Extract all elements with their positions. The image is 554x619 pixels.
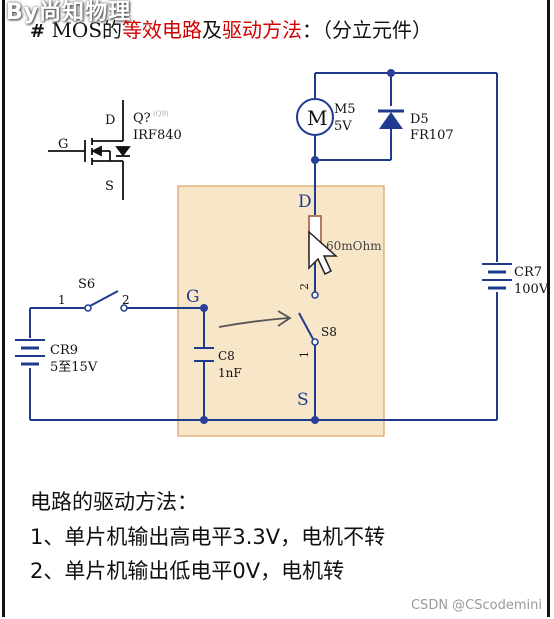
title-mos: MOS的 xyxy=(51,18,123,42)
switch-s6-symbol xyxy=(84,290,128,312)
notes-line-2: 2、单片机输出低电平0V，电机转 xyxy=(30,559,345,583)
battery-cr7-value: 100V xyxy=(514,282,549,297)
mosfet-symbol xyxy=(48,100,131,200)
battery-cr7-symbol xyxy=(482,263,512,290)
switch-s8-pin2: 2 xyxy=(298,283,311,290)
hand-drawn-arrow-icon xyxy=(218,310,292,328)
mosfet-pin-g: G xyxy=(58,137,68,152)
diode-value: FR107 xyxy=(410,128,454,143)
capacitor-c8-ref: C8 xyxy=(218,349,235,363)
motor-ref: M5 xyxy=(334,102,356,117)
battery-cr9-value: 5至15V xyxy=(50,360,98,375)
mosfet-pin-s: S xyxy=(105,179,114,194)
title-part2: 驱动方法 xyxy=(222,18,303,42)
diode-symbol xyxy=(378,109,404,129)
battery-cr7-ref: CR7 xyxy=(514,265,542,280)
equivalent-pin-s: S xyxy=(297,390,309,410)
equivalent-circuit-box xyxy=(177,185,385,437)
switch-s8-ref: S8 xyxy=(321,325,337,339)
diode-ref: D5 xyxy=(410,112,429,127)
capacitor-c8-value: 1nF xyxy=(218,366,242,380)
watermark: CSDN @CScodemini xyxy=(410,598,542,613)
notes-line-1: 1、单片机输出高电平3.3V，电机不转 xyxy=(30,525,386,549)
equivalent-pin-d: D xyxy=(298,192,312,212)
switch-s6-ref: S6 xyxy=(78,277,95,292)
switch-s6-pin1: 1 xyxy=(58,293,66,307)
video-overlay-title: By尚知物理 xyxy=(6,0,132,25)
mosfet-part: IRF840 xyxy=(133,128,182,143)
switch-s6-pin2: 2 xyxy=(122,293,130,307)
battery-cr9-ref: CR9 xyxy=(50,343,78,358)
mouse-cursor-icon xyxy=(308,230,338,276)
switch-s8-pin1: 1 xyxy=(298,351,311,358)
resistor-value: 60mOhm xyxy=(326,239,382,253)
motor-value: 5V xyxy=(334,119,352,134)
title-hash: # xyxy=(30,21,46,42)
junction-dots xyxy=(200,69,395,424)
battery-cr9-symbol xyxy=(15,339,45,366)
title-and: 及 xyxy=(202,18,223,42)
mosfet-ref: Q? xyxy=(133,111,151,126)
title-part1: 等效电路 xyxy=(122,18,203,42)
notes-title: 电路的驱动方法： xyxy=(30,490,198,514)
mosfet-ref-small: (Q9) xyxy=(153,110,169,118)
mosfet-pin-d: D xyxy=(105,113,115,128)
wires xyxy=(29,72,498,421)
motor-symbol xyxy=(296,98,334,136)
capacitor-c8-symbol xyxy=(194,347,214,362)
switch-s8-symbol xyxy=(298,291,319,346)
motor-letter: M xyxy=(307,106,327,130)
equivalent-pin-g: G xyxy=(186,287,200,307)
page-title: # MOS的等效电路及驱动方法：（分立元件） xyxy=(30,14,432,43)
title-tail: ：（分立元件） xyxy=(302,18,433,42)
